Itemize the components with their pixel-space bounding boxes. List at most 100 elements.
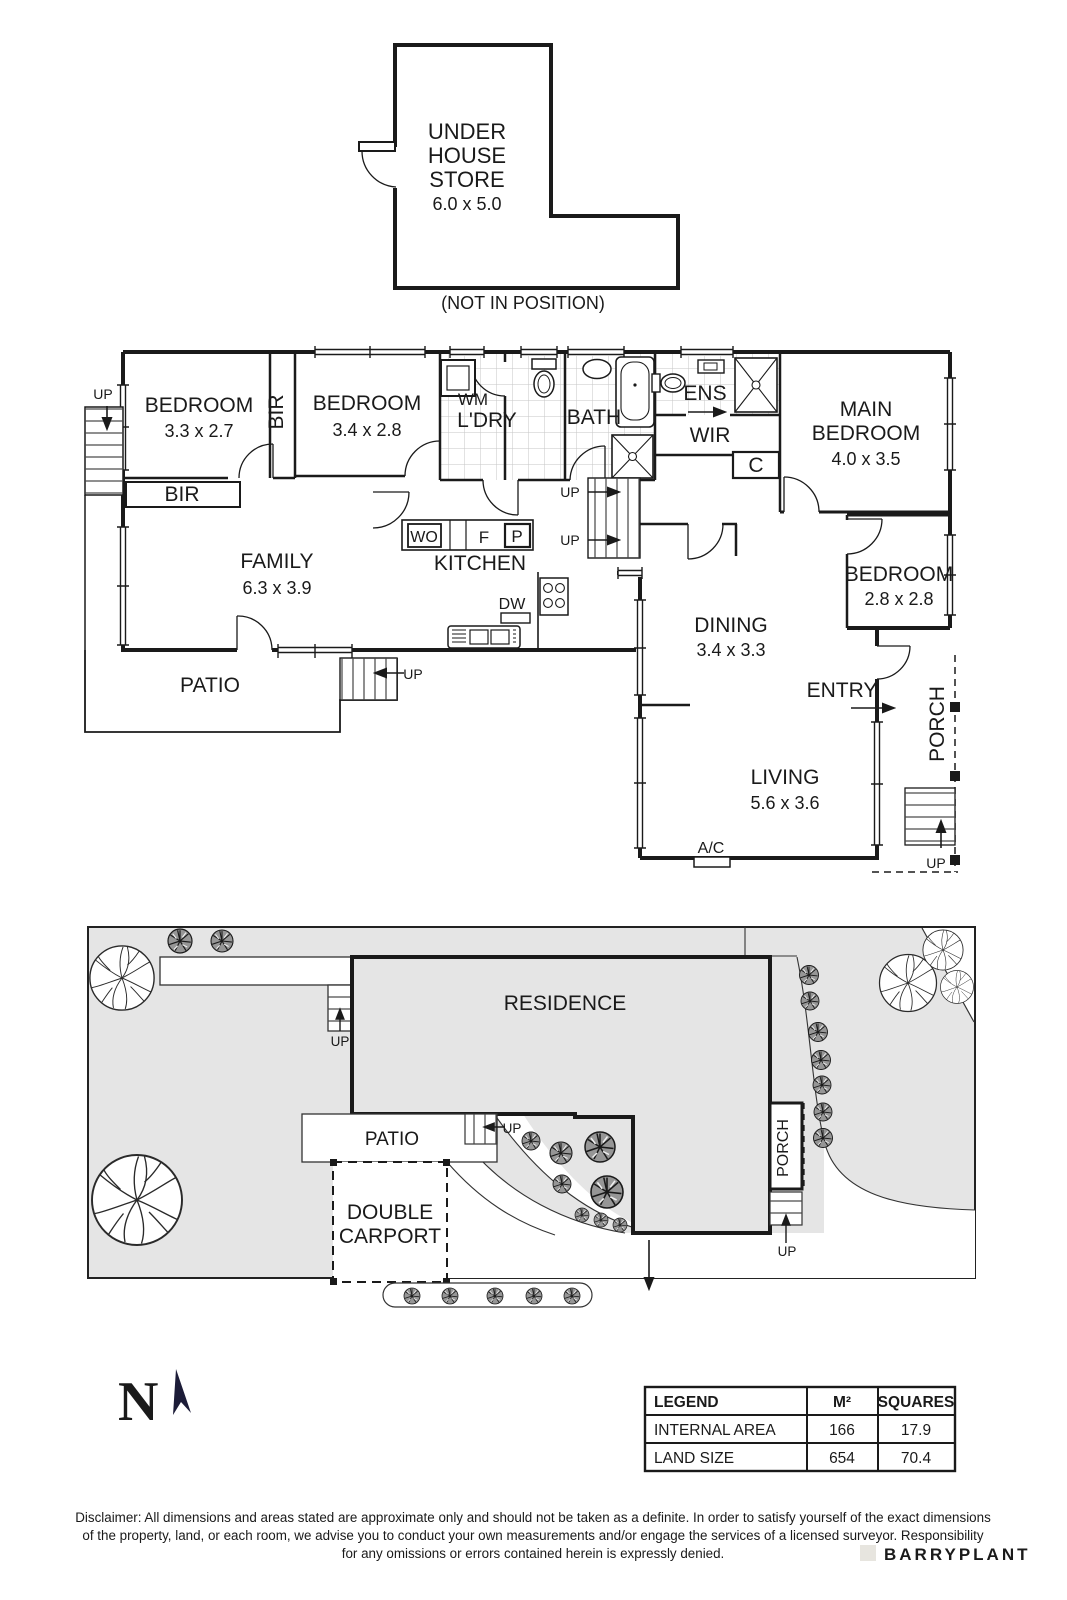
wc-tiles bbox=[505, 352, 565, 480]
legend-header: LEGEND bbox=[654, 1394, 719, 1411]
site-patio bbox=[301, 1113, 505, 1163]
porch-stairs bbox=[904, 787, 956, 846]
dining-label: DINING bbox=[694, 614, 768, 637]
tree-icon bbox=[922, 929, 964, 971]
site-porch bbox=[768, 1101, 805, 1243]
wm-label: WM bbox=[458, 390, 488, 409]
wir-label: WIR bbox=[690, 424, 731, 447]
cupboard-label: C bbox=[748, 454, 763, 477]
site-porch-label: PORCH bbox=[775, 1119, 792, 1177]
plan-porch bbox=[872, 655, 960, 873]
ens-label: ENS bbox=[683, 382, 726, 405]
store-label-3: STORE bbox=[429, 167, 504, 192]
wall-oven-label: WO bbox=[410, 529, 438, 546]
site-plan: RESIDENCE PATIO UP UP DOUBLE CARPORT POR… bbox=[87, 926, 976, 1308]
ac-label: A/C bbox=[698, 840, 725, 857]
toilet-icon bbox=[531, 358, 557, 398]
north-arrow-icon bbox=[173, 1369, 191, 1415]
kitchen-fittings bbox=[401, 519, 569, 650]
window-dining-left bbox=[634, 599, 646, 696]
shrub-icon bbox=[210, 929, 234, 953]
tree-icon bbox=[940, 970, 974, 1004]
doors bbox=[236, 361, 911, 680]
tree-icon bbox=[91, 1154, 183, 1246]
hall-stairs bbox=[587, 477, 641, 559]
internal-area-squares: 17.9 bbox=[901, 1422, 931, 1439]
ens-cistern-icon bbox=[697, 359, 725, 374]
bath-shower-icon bbox=[611, 434, 654, 479]
bath-label: BATH bbox=[567, 406, 621, 429]
side-path bbox=[159, 956, 353, 1032]
window-living-right bbox=[871, 721, 883, 846]
window-left-family bbox=[117, 526, 129, 646]
legend-header-m2: M² bbox=[833, 1394, 851, 1411]
brand-watermark-text: BARRYPLANT bbox=[884, 1545, 1030, 1564]
store-door-jamb bbox=[358, 141, 396, 152]
window-family-bottom bbox=[277, 644, 353, 658]
store-door-arc bbox=[361, 150, 397, 188]
shrub-icon bbox=[612, 1217, 628, 1233]
patio-stairs bbox=[339, 657, 398, 701]
living-label: LIVING bbox=[751, 766, 820, 789]
porch-post bbox=[950, 702, 960, 712]
main-floor-plan: BEDROOM 3.3 x 2.7 BIR BEDROOM 3.4 x 2.8 … bbox=[84, 346, 960, 873]
main-bedroom-dims: 4.0 x 3.5 bbox=[831, 449, 900, 469]
site-patio-label: PATIO bbox=[365, 1129, 419, 1150]
shrub-icon bbox=[812, 1075, 832, 1095]
internal-area-m2: 166 bbox=[829, 1422, 855, 1439]
plan-porch-label: PORCH bbox=[926, 686, 949, 762]
land-size-label: LAND SIZE bbox=[654, 1450, 734, 1467]
ens-shower-icon bbox=[734, 357, 778, 413]
dishwasher-label: DW bbox=[499, 596, 527, 613]
porch-post bbox=[950, 855, 960, 865]
north-label: N bbox=[118, 1371, 158, 1433]
shrub-icon bbox=[563, 1287, 581, 1305]
brand-watermark: BARRYPLANT bbox=[860, 1545, 1030, 1564]
main-bedroom-label-2: BEDROOM bbox=[812, 422, 921, 445]
entry-label: ENTRY bbox=[807, 679, 878, 702]
shrub-icon bbox=[800, 991, 820, 1011]
window-top-4 bbox=[567, 346, 625, 358]
sink-icon bbox=[447, 625, 521, 649]
porch-up-label: UP bbox=[926, 855, 945, 871]
bathtub-icon bbox=[615, 356, 655, 428]
bedroom1-label: BEDROOM bbox=[145, 394, 254, 417]
bedroom3-dims: 2.8 x 2.8 bbox=[864, 589, 933, 609]
window-top-5 bbox=[680, 346, 734, 358]
dishwasher-box bbox=[500, 612, 531, 624]
disclaimer-line-2: of the property, land, or each room, we … bbox=[82, 1528, 983, 1543]
patio-area bbox=[84, 650, 398, 733]
mid-walls bbox=[780, 510, 950, 517]
shrub-icon bbox=[552, 1174, 572, 1194]
hall-up-label-2: UP bbox=[560, 532, 579, 548]
shrub-icon bbox=[813, 1128, 833, 1148]
shrub-icon bbox=[574, 1207, 590, 1223]
window-living-left bbox=[634, 717, 646, 849]
window-top-3 bbox=[520, 346, 558, 358]
bir-closet-label: BIR bbox=[164, 483, 199, 506]
pantry-box bbox=[503, 522, 532, 549]
shrub-icon bbox=[403, 1287, 421, 1305]
disclaimer-line-1: Disclaimer: All dimensions and areas sta… bbox=[75, 1510, 991, 1525]
bedroom2-label: BEDROOM bbox=[313, 392, 422, 415]
cupboard-box bbox=[731, 450, 781, 480]
laundry-label: L'DRY bbox=[457, 409, 517, 432]
ac-unit-box bbox=[693, 856, 731, 868]
residence-label: RESIDENCE bbox=[504, 992, 627, 1015]
internal-area-label: INTERNAL AREA bbox=[654, 1422, 776, 1439]
living-dims: 5.6 x 3.6 bbox=[750, 793, 819, 813]
carport bbox=[330, 1159, 450, 1285]
shrub-icon bbox=[441, 1287, 459, 1305]
main-bedroom-label-1: MAIN bbox=[840, 398, 893, 421]
shrub-icon bbox=[167, 928, 193, 954]
shrub-icon bbox=[525, 1287, 543, 1305]
pantry-label: P bbox=[511, 527, 522, 546]
site-patio-up-label: UP bbox=[503, 1121, 522, 1136]
right-path bbox=[824, 1140, 975, 1233]
family-label: FAMILY bbox=[240, 550, 313, 573]
shrub-icon bbox=[799, 965, 819, 985]
store-caption: (NOT IN POSITION) bbox=[441, 293, 605, 313]
garden-wedge bbox=[465, 1118, 648, 1233]
